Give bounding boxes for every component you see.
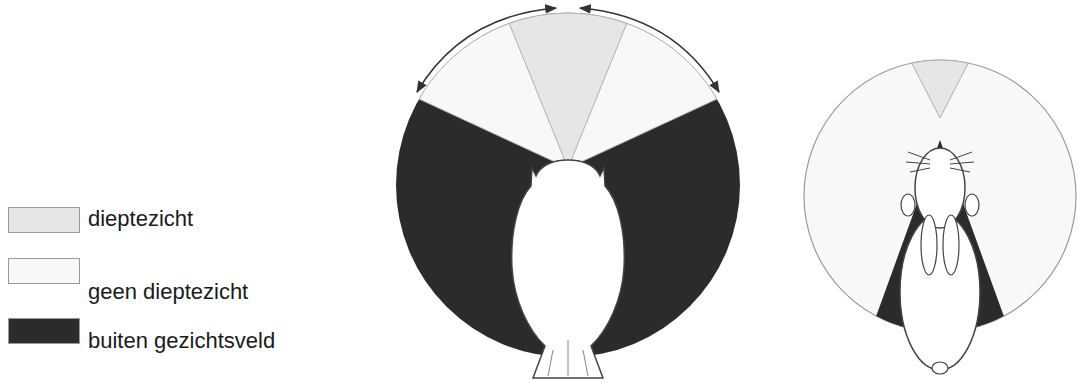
rotation-arrow (580, 8, 719, 92)
rabbit-tail (932, 362, 948, 374)
tail-feathers (548, 340, 588, 376)
legend-swatch (8, 318, 80, 344)
bird-field (396, 8, 740, 378)
binocular-area (912, 60, 969, 118)
rabbit-head (915, 148, 965, 228)
legend-label: buiten gezichtsveld (88, 328, 275, 354)
rabbit-ear (921, 215, 937, 275)
bird-silhouette (512, 160, 625, 378)
legend-swatch (8, 207, 80, 233)
rabbit-paw (965, 194, 979, 216)
rabbit-field (804, 60, 1076, 374)
legend-label: geen dieptezicht (88, 279, 248, 305)
binocular-area (509, 13, 627, 168)
monocular-area (419, 13, 717, 168)
legend-swatch (8, 258, 80, 284)
rabbit-whiskers (906, 152, 974, 172)
rotation-arrow (417, 8, 556, 92)
rabbit-body (900, 214, 980, 370)
rabbit-paw (901, 194, 915, 216)
legend-label: dieptezicht (88, 206, 193, 232)
rabbit-ear (943, 215, 959, 275)
